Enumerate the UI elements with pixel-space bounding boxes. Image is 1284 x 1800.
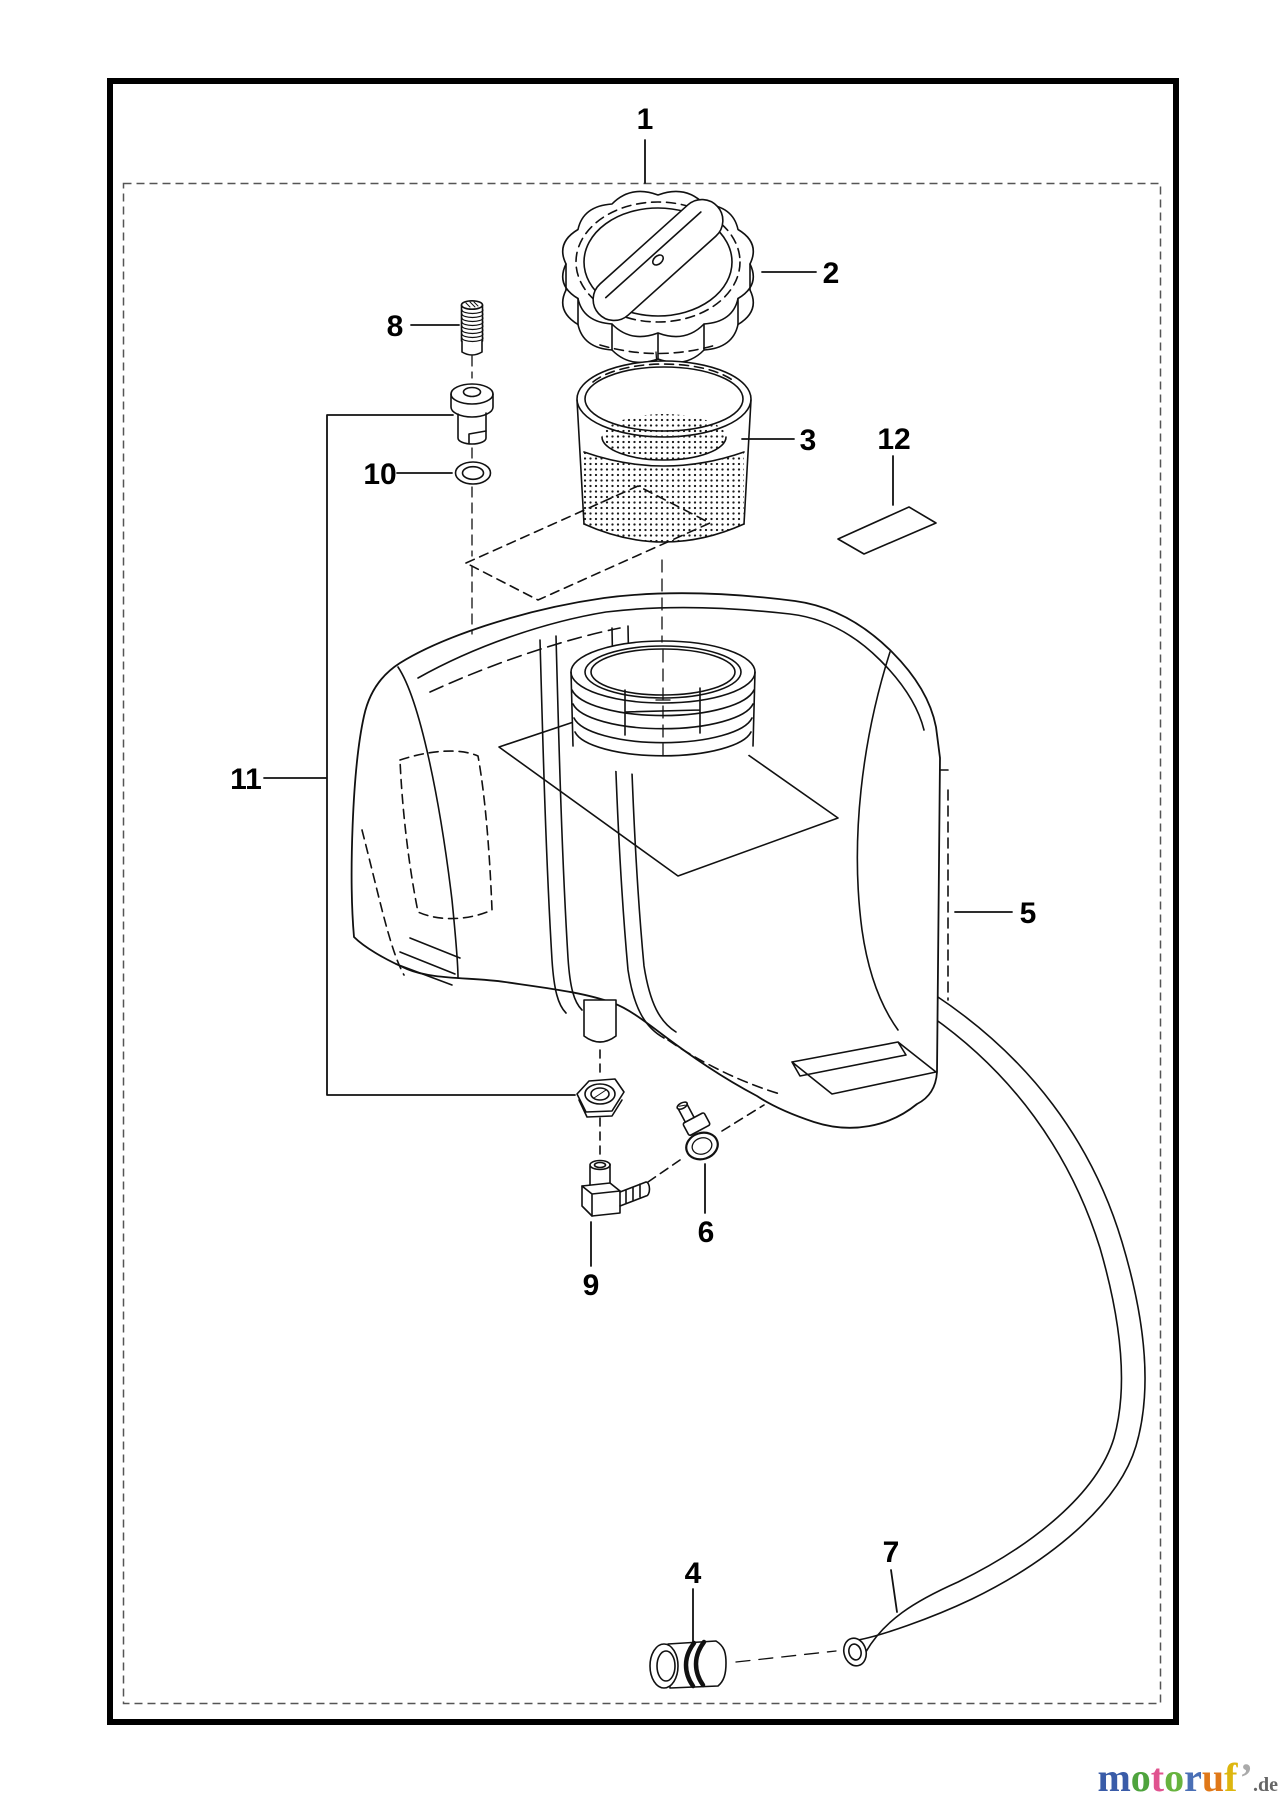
outer-border <box>107 78 1179 1725</box>
logo-letter: o <box>1164 1755 1185 1800</box>
callout-1: 1 <box>637 103 654 136</box>
bushing-drawing <box>450 383 494 461</box>
fuel-cap-drawing <box>562 190 754 364</box>
callout-2: 2 <box>823 257 840 290</box>
decal-drawing <box>837 506 937 555</box>
callout-8: 8 <box>387 310 404 343</box>
callout-3: 3 <box>800 424 817 457</box>
hose-clamp-drawing <box>676 1101 719 1161</box>
fuel-tank-drawing <box>350 485 949 1161</box>
callout-5: 5 <box>1020 897 1037 930</box>
hose-connector-drawing <box>649 1639 837 1689</box>
callout-12: 12 <box>877 423 910 456</box>
hose-open-end <box>842 1637 868 1667</box>
screw-drawing <box>460 299 484 379</box>
logo-letter: t <box>1150 1755 1165 1800</box>
elbow-fitting-drawing <box>581 1104 765 1217</box>
logo-letter: r <box>1184 1755 1202 1800</box>
hex-nut-drawing <box>576 1078 625 1118</box>
fuel-filter-strainer-drawing <box>576 360 752 543</box>
callout-10: 10 <box>363 458 396 491</box>
logo-letter: ’ <box>1239 1755 1253 1800</box>
tank-outlet-spout <box>583 999 617 1043</box>
callout-6: 6 <box>698 1216 715 1249</box>
callout-4: 4 <box>685 1557 702 1590</box>
washer-drawing <box>454 461 492 635</box>
fuel-hose-drawing <box>842 994 1146 1667</box>
callout-9: 9 <box>583 1269 600 1302</box>
motoruf-logo: motoruf’.de <box>1097 1758 1278 1798</box>
logo-letter: m <box>1097 1755 1131 1800</box>
logo-suffix: .de <box>1253 1774 1278 1796</box>
logo-letter: u <box>1201 1755 1225 1800</box>
logo-letter: f <box>1224 1755 1240 1800</box>
callout-7: 7 <box>883 1536 900 1569</box>
logo-letter: o <box>1130 1755 1151 1800</box>
callout-11: 11 <box>230 763 262 796</box>
callout-leader-lines <box>263 139 1013 1643</box>
dashed-assembly-border <box>122 182 1162 1705</box>
